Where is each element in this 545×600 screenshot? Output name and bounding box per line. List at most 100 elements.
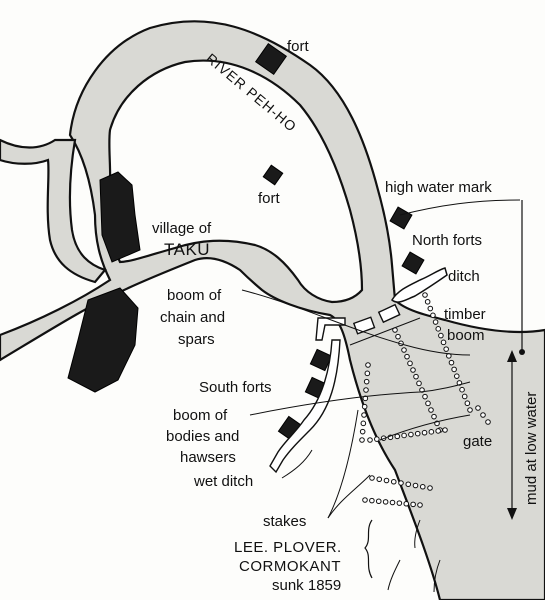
stake-dot: [464, 400, 471, 407]
stake-dot: [453, 373, 460, 379]
stake-dot: [369, 497, 375, 504]
stake-dot: [395, 333, 401, 340]
ship-3: [433, 559, 441, 593]
stake-dot: [403, 500, 410, 507]
stake-dot: [480, 412, 486, 418]
stake-dot: [389, 499, 396, 506]
stake-dot: [419, 483, 426, 490]
stakes-line-1: [422, 292, 473, 413]
left-channel: [0, 138, 107, 284]
stake-dot: [431, 413, 437, 420]
stake-dot: [410, 501, 416, 508]
label-boom-bodies-2: bodies and: [166, 428, 239, 445]
stake-dot: [467, 407, 473, 413]
stake-dot: [382, 499, 389, 505]
stake-dot: [390, 478, 397, 485]
wet-ditch-leader: [281, 449, 313, 479]
label-mud-low-water: mud at low water: [523, 392, 540, 505]
label-ships-1: LEE. PLOVER.: [234, 539, 342, 556]
stakes-leader-1: [327, 409, 359, 519]
label-boom-chain-1: boom of: [167, 287, 222, 304]
stake-dot: [375, 498, 382, 505]
label-boom-chain-2: chain and: [160, 309, 225, 326]
stake-dot: [396, 500, 403, 506]
stake-dot: [428, 429, 435, 435]
label-ships-3: sunk 1859: [272, 577, 341, 594]
mud-junction-dot: [519, 349, 525, 355]
stake-dot: [422, 393, 428, 400]
stake-dot: [376, 476, 383, 483]
stake-dot: [394, 433, 401, 440]
label-ditch: ditch: [448, 268, 480, 285]
label-stakes: stakes: [263, 513, 306, 530]
stake-dot: [432, 319, 439, 325]
stake-dot: [461, 393, 468, 400]
stake-dot: [408, 431, 414, 438]
stake-dot: [421, 429, 428, 436]
stake-dot: [422, 292, 428, 298]
stake-dot: [430, 312, 436, 319]
label-gate: gate: [463, 433, 492, 450]
stake-dot: [424, 298, 431, 305]
boom-chain-line: [241, 289, 471, 356]
stake-dot: [442, 427, 448, 433]
stake-dot: [475, 405, 481, 411]
stake-dot: [404, 353, 410, 360]
stake-dot: [417, 502, 423, 508]
stake-dot: [374, 436, 380, 442]
stake-dot: [438, 332, 444, 339]
high-water-leader: [399, 199, 521, 216]
stake-dot: [398, 480, 404, 486]
label-north-forts: North forts: [412, 232, 482, 249]
wet-ditch-shape: [315, 317, 346, 341]
river-inner-bank: [108, 59, 364, 304]
stake-dot: [407, 360, 413, 367]
stake-dot: [359, 437, 365, 443]
stake-dot: [364, 370, 371, 377]
ship-2: [414, 519, 421, 549]
mud-arrow-up: [507, 350, 517, 362]
village-block-south: [67, 287, 139, 393]
north-fort-2: [401, 251, 425, 275]
fort-mid-marker: [262, 164, 284, 186]
stake-dot: [362, 497, 368, 503]
stake-dot: [425, 400, 431, 407]
stake-dot: [363, 387, 369, 393]
stake-dot: [412, 482, 419, 489]
label-boom-chain-3: spars: [178, 331, 215, 348]
stake-dot: [443, 346, 449, 352]
label-timber-2: boom: [447, 327, 485, 344]
timber-boom-block-2: [377, 303, 401, 324]
fort-top-marker: [254, 42, 288, 76]
label-ships-2: CORMOKANT: [239, 558, 341, 575]
ship-1: [387, 559, 401, 591]
stake-dot: [413, 373, 419, 380]
label-boom-bodies-1: boom of: [173, 407, 228, 424]
stake-dot: [369, 475, 375, 481]
stake-dot: [459, 386, 465, 393]
mud-arrow-down: [507, 508, 517, 520]
label-high-water: high water mark: [385, 179, 492, 196]
north-fort-1: [389, 206, 413, 230]
stake-dot: [359, 428, 366, 435]
stakes-leader-2: [327, 474, 371, 519]
gate-line: [379, 414, 471, 441]
stake-dot: [383, 477, 390, 484]
stake-dot: [362, 395, 369, 402]
stake-dot: [405, 481, 412, 488]
stake-dot: [428, 407, 434, 413]
stake-dot: [361, 403, 368, 410]
stake-dot: [451, 366, 457, 373]
stake-dot: [360, 420, 367, 427]
label-boom-bodies-3: hawsers: [180, 449, 236, 466]
wet-ditch-channel: [269, 339, 341, 474]
stake-dot: [435, 326, 442, 332]
stake-dot: [401, 432, 407, 439]
sunk-ships-brace: [364, 519, 373, 579]
label-village-1: village of: [152, 220, 212, 237]
label-south-forts: South forts: [199, 379, 272, 396]
stake-dot: [361, 412, 367, 418]
village-block-north: [99, 171, 141, 263]
